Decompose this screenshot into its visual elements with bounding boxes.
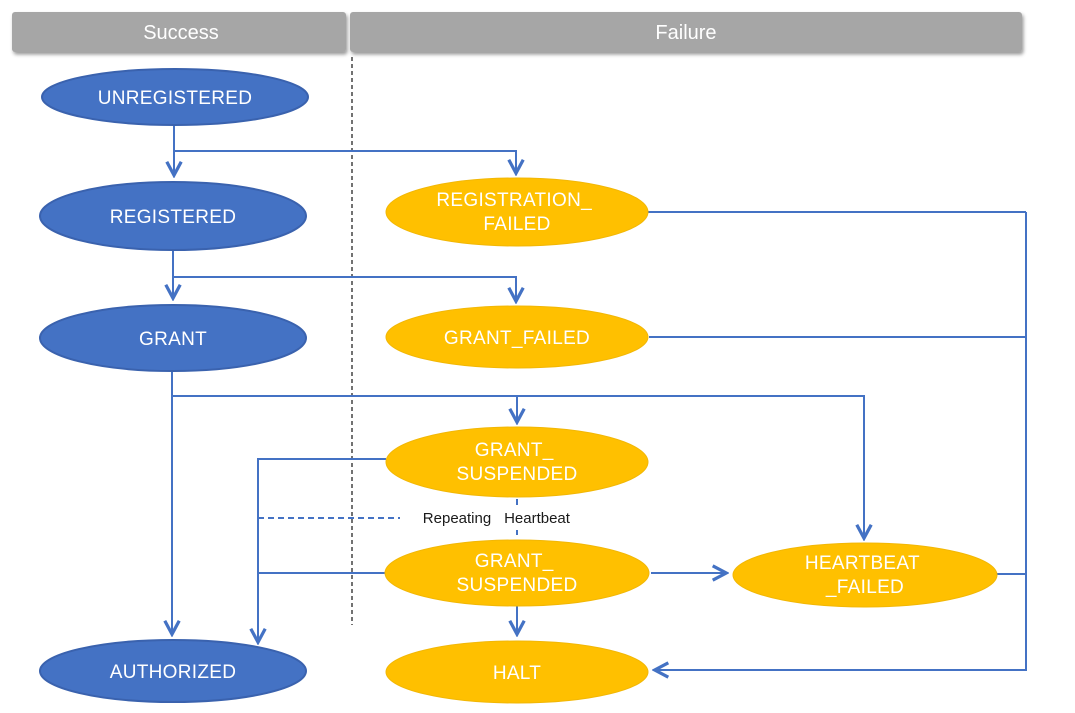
- node-grant-suspended-1: GRANT_ SUSPENDED: [385, 426, 649, 498]
- heartbeat-failed-ellipse: [732, 542, 998, 608]
- node-heartbeat-failed: HEARTBEAT _FAILED: [732, 542, 998, 608]
- node-label-line: HEARTBEAT: [805, 553, 920, 574]
- node-label: GRANT_ SUSPENDED: [457, 551, 578, 596]
- heartbeat-annotation: Repeating Heartbeat: [406, 505, 580, 530]
- node-label: GRANT: [139, 329, 207, 350]
- node-label: UNREGISTERED: [98, 88, 253, 109]
- annotation-word-2: Heartbeat: [504, 510, 571, 527]
- swimlane-header: Success Failure: [12, 12, 1022, 52]
- node-label-line: REGISTRATION_: [436, 190, 592, 211]
- authorized-ellipse: [39, 639, 307, 703]
- node-label-line: _FAILED: [825, 577, 904, 598]
- node-registration-failed: REGISTRATION_ FAILED: [385, 177, 649, 247]
- node-label-line: FAILED: [483, 214, 550, 235]
- edge-rail-to-halt: [655, 212, 1027, 670]
- edge-grant-suspended-to-authorized: [258, 458, 386, 642]
- grant-failed-ellipse: [385, 305, 649, 369]
- grant-ellipse: [39, 304, 307, 372]
- registration-failed-ellipse: [385, 177, 649, 247]
- node-label-line: SUSPENDED: [457, 464, 578, 485]
- node-unregistered: UNREGISTERED: [41, 68, 309, 126]
- edge-grant-to-heartbeat-failed: [172, 395, 864, 538]
- node-label: GRANT_ SUSPENDED: [457, 440, 578, 485]
- edge-unregistered-to-registration-failed: [174, 150, 516, 173]
- failure-lane-bar: [350, 12, 1022, 52]
- node-label: AUTHORIZED: [110, 662, 237, 683]
- node-label: REGISTERED: [110, 207, 237, 228]
- annotation-word-1: Repeating: [423, 510, 491, 527]
- halt-ellipse: [385, 640, 649, 704]
- registered-ellipse: [39, 181, 307, 251]
- node-label-line: GRANT_: [475, 440, 554, 461]
- node-label: GRANT_FAILED: [444, 328, 590, 349]
- unregistered-ellipse: [41, 68, 309, 126]
- node-grant: GRANT: [39, 304, 307, 372]
- failure-lane-label: Failure: [655, 22, 716, 44]
- edge-registered-to-grant-failed: [173, 276, 516, 301]
- success-lane-label: Success: [143, 22, 219, 44]
- grant-suspended-2-ellipse: [384, 539, 650, 607]
- node-registered: REGISTERED: [39, 181, 307, 251]
- node-authorized: AUTHORIZED: [39, 639, 307, 703]
- node-label: REGISTRATION_ FAILED: [436, 190, 597, 235]
- node-grant-suspended-2: GRANT_ SUSPENDED: [384, 539, 650, 607]
- node-grant-failed: GRANT_FAILED: [385, 305, 649, 369]
- grant-suspended-1-ellipse: [385, 426, 649, 498]
- node-halt: HALT: [385, 640, 649, 704]
- node-label: HALT: [493, 663, 541, 684]
- annotation-background: [406, 505, 580, 530]
- node-label-line: GRANT_: [475, 551, 554, 572]
- node-label-line: SUSPENDED: [457, 575, 578, 596]
- node-label: HEARTBEAT _FAILED: [805, 553, 925, 598]
- connectors: [172, 125, 1027, 670]
- success-lane-bar: [12, 12, 346, 52]
